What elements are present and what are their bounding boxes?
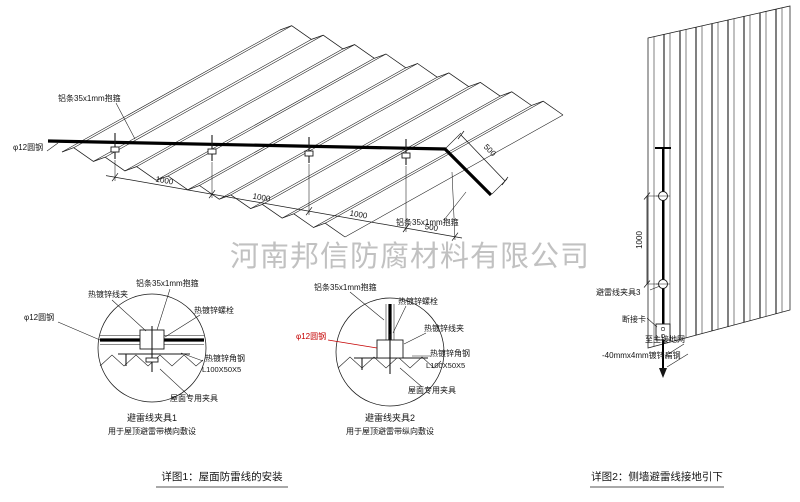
detail2-angle-steel [354,357,428,370]
disconnect-link [655,323,671,341]
detail-clamp-1: 热镀锌线夹 铝条35x1mm抱箍 热镀锌螺栓 φ12圆钢 热镀锌角钢 L100X… [24,278,245,436]
wall-view: 1000 避雷线夹具3 断接卡 至主接地网 -40mmx4mm镀锌扁钢 [596,5,791,378]
detail1-label-roof-clamp: 屋面专用夹具 [170,393,218,403]
detail2-label-wire-clip: 热镀锌线夹 [424,323,464,333]
roof-far-edge [279,25,564,116]
detail2-label-bolt: 热镀锌螺栓 [398,296,438,306]
dim-1000-a: 1000 [155,175,175,187]
wall-dimension: 1000 [635,192,658,288]
leader-alum-right [443,191,467,221]
dim-500: 500 [424,222,439,233]
detail1-subtitle: 用于屋顶避雷带横向敷设 [108,426,196,436]
detail2-label-angle-steel: 热镀锌角钢 [430,348,470,358]
detail2-label-angle-spec: L100X50X5 [426,361,465,370]
detail1-label-angle-steel: 热镀锌角钢 [205,353,245,363]
wall-outline [647,5,791,349]
detail-clamp-2: 铝条35x1mm抱箍 热镀锌螺栓 φ12圆钢 热镀锌线夹 热镀锌角钢 L100X… [296,282,470,436]
detail1-circle [97,293,207,403]
dim-1000-b: 1000 [252,192,272,204]
conductor-arrowhead [659,368,667,378]
detail2-circle [335,297,445,407]
wall-label-flat-steel: -40mmx4mm镀锌扁钢 [602,350,681,360]
captions: 详图1：屋面防雷线的安装 详图2：侧墙避雷线接地引下 [156,470,724,488]
detail2-title: 避雷线夹具2 [365,412,415,423]
label-alum-strip-right: 铝条35x1mm抱箍 [396,217,459,227]
detail2-roof-profile [337,356,442,369]
leader-round-steel [46,142,59,152]
wall-label-clamp3: 避雷线夹具3 [596,287,641,297]
detail2-label-alum: 铝条35x1mm抱箍 [314,282,377,292]
roof-isometric-view: 1000 1000 1000 500 500 铝条35x1mm抱箍 φ12圆钢 … [13,25,564,241]
caption-detail1: 详图1：屋面防雷线的安装 [161,470,283,483]
detail1-nut [145,357,159,363]
dim-500-right-label: 500 [482,142,498,158]
wire-clamps [110,133,411,165]
dimension-chain: 1000 1000 1000 500 [105,160,463,241]
wall-corrugation-thin [653,7,783,347]
detail2-subtitle: 用于屋顶避雷带纵向敷设 [346,426,434,436]
wall-dim-1000: 1000 [635,231,644,249]
dim-1000-c: 1000 [349,209,369,221]
detail1-angle-steel [118,353,190,366]
wall-label-to-ground: 至主接地网 [645,334,685,344]
label-round-steel: φ12圆钢 [13,142,43,152]
detail1-label-bolt: 热镀锌螺栓 [194,305,234,315]
wall-label-disconnect: 断接卡 [622,314,646,324]
detail1-label-angle-spec: L100X50X5 [202,365,241,374]
dimension-500-right: 500 [445,130,509,195]
detail1-title: 避雷线夹具1 [127,412,177,423]
roof-ridge-lines [61,25,564,238]
detail1-label-wire-clip: 热镀锌线夹 [88,289,128,299]
detail2-leader-round-steel [327,339,378,349]
detail1-label-alum: 铝条35x1mm抱箍 [136,278,199,288]
detail2-label-roof-clamp: 屋面专用夹具 [408,385,456,395]
wall-corrugation-thick [663,9,777,344]
leader-alum-top [115,102,136,140]
lightning-wire [47,139,493,197]
detail2-label-round-steel: φ12圆钢 [296,331,326,341]
caption-detail2: 详图2：侧墙避雷线接地引下 [591,470,723,483]
label-alum-strip-top: 铝条35x1mm抱箍 [58,93,121,103]
detail1-label-round-steel: φ12圆钢 [24,312,54,322]
